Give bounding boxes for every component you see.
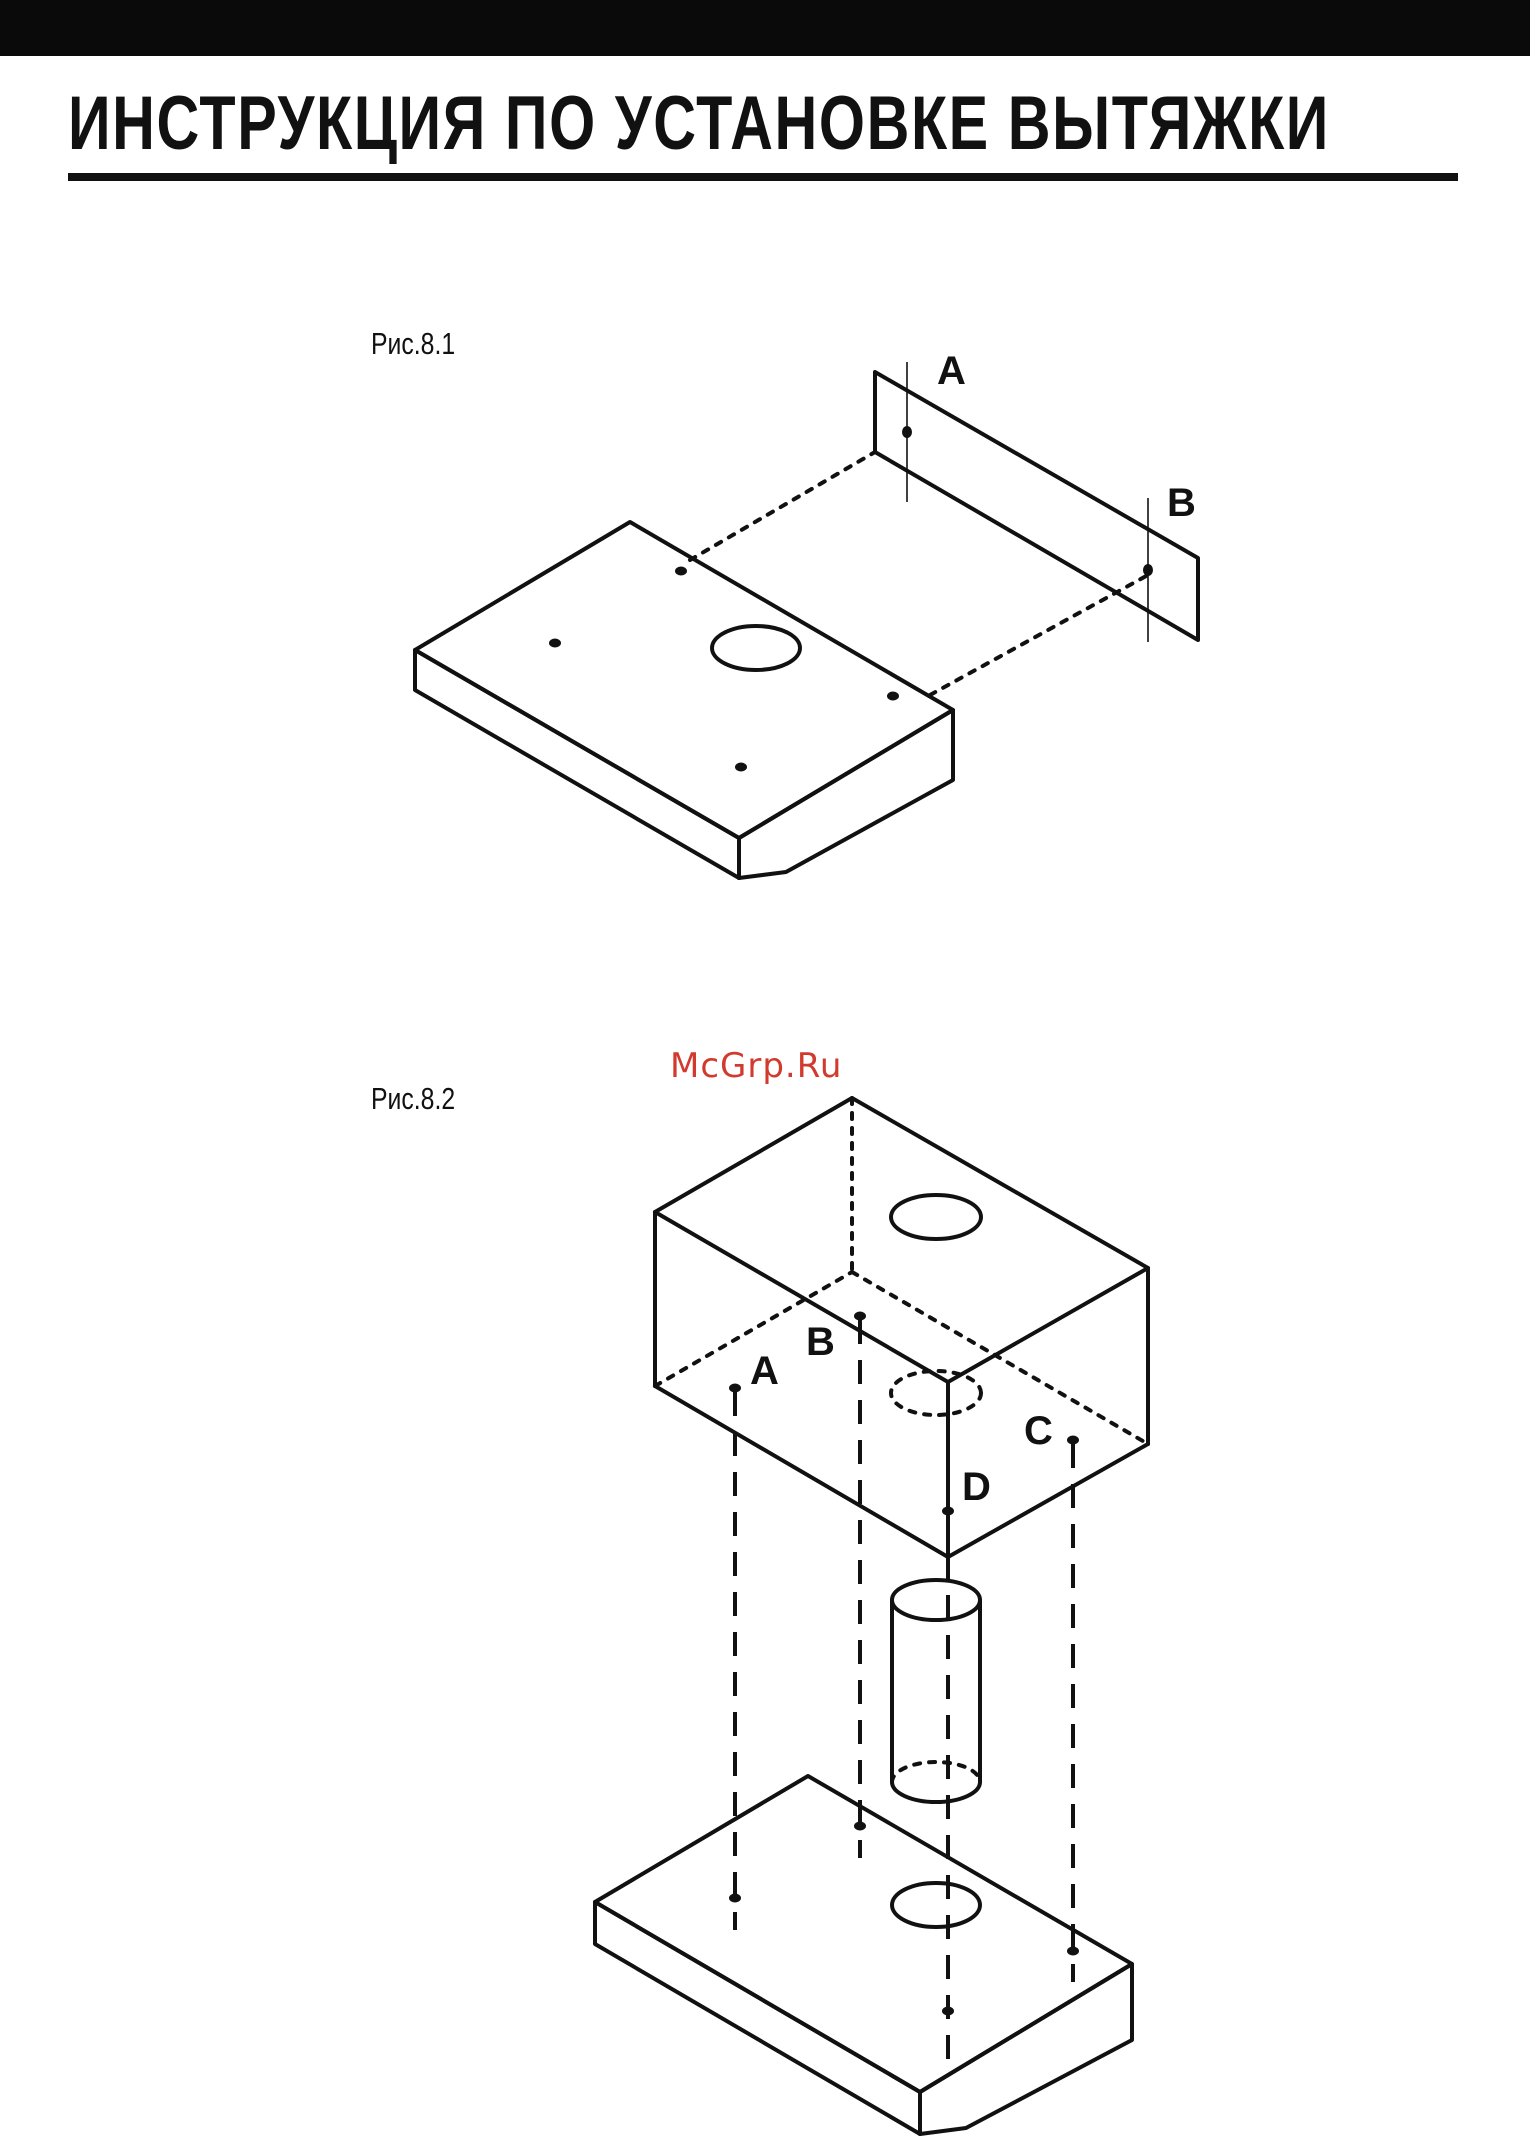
box-hole-d bbox=[942, 1507, 954, 1516]
wall-plate bbox=[875, 372, 1198, 640]
duct-bottom-back bbox=[892, 1762, 980, 1782]
figure-1-drawing: A B bbox=[415, 349, 1198, 878]
hood-side-face bbox=[739, 710, 953, 878]
dotted-guide-a bbox=[690, 452, 875, 560]
lower-hood-front bbox=[595, 1902, 920, 2134]
wall-hole-b bbox=[1143, 564, 1153, 576]
label-b: B bbox=[1167, 481, 1196, 525]
hidden-hole bbox=[891, 1371, 981, 1415]
label-b: B bbox=[806, 1320, 835, 1364]
box-hole-b bbox=[854, 1312, 866, 1321]
box-hole-a bbox=[729, 1384, 741, 1393]
box-edge-bottom-left bbox=[655, 1386, 948, 1557]
label-c: C bbox=[1024, 1409, 1053, 1453]
lower-hood-side bbox=[920, 1964, 1132, 2134]
hood-exhaust-hole bbox=[712, 626, 800, 670]
lower-hood-hole bbox=[892, 1883, 980, 1927]
box-top-face bbox=[655, 1098, 1148, 1382]
mount-hole bbox=[735, 763, 747, 772]
duct-top bbox=[892, 1580, 980, 1620]
box-hole-c bbox=[1067, 1436, 1079, 1445]
mount-hole bbox=[887, 692, 899, 701]
hidden-edge-right bbox=[852, 1272, 1148, 1444]
label-d: D bbox=[962, 1465, 991, 1509]
mount-hole bbox=[549, 639, 561, 648]
mount-hole bbox=[675, 567, 687, 576]
hood-front-face bbox=[415, 650, 739, 878]
box-top-hole bbox=[891, 1195, 981, 1239]
dotted-guide-b bbox=[930, 575, 1148, 695]
label-a: A bbox=[937, 349, 966, 393]
label-a: A bbox=[750, 1349, 779, 1393]
figure-2-drawing: A B C D bbox=[595, 1098, 1148, 2134]
duct-bottom-front bbox=[892, 1782, 980, 1802]
wall-hole-a bbox=[902, 426, 912, 438]
